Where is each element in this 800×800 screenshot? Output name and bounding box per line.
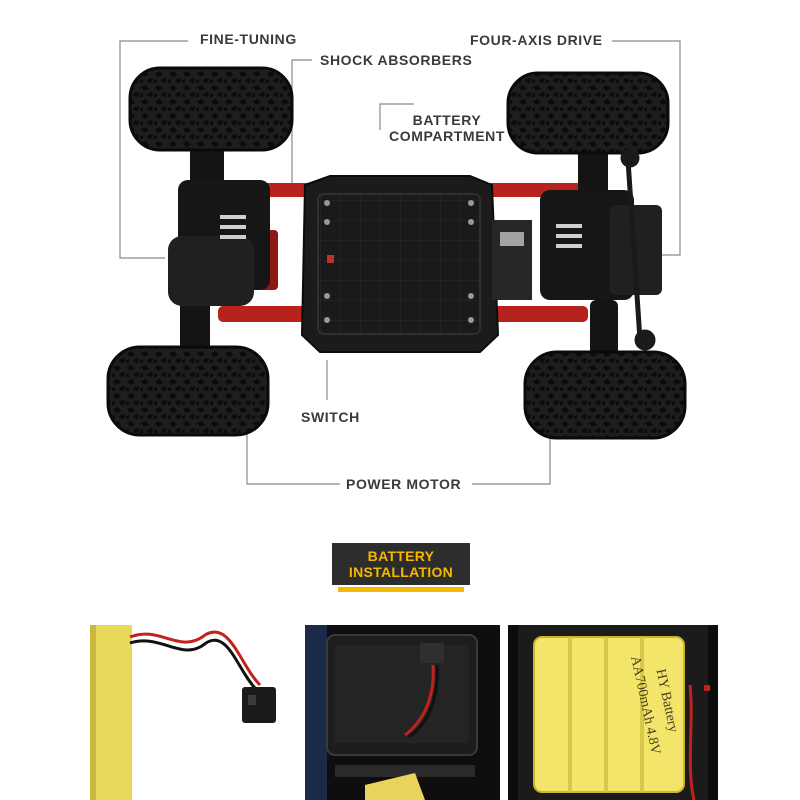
label-shock-absorbers: SHOCK ABSORBERS [320, 52, 473, 68]
label-power-motor: POWER MOTOR [346, 476, 462, 492]
callout-lines [119, 40, 681, 485]
label-battery-compartment-line2: COMPARTMENT [389, 128, 505, 144]
banner-underline [338, 587, 464, 592]
banner-line1: BATTERY [367, 548, 435, 564]
banner-background [332, 543, 470, 585]
tires [106, 66, 687, 440]
banner-line2: INSTALLATION [348, 564, 454, 580]
battery-installation-banner: BATTERY INSTALLATION [332, 543, 470, 593]
power-switch [327, 255, 334, 263]
chassis [300, 175, 532, 353]
label-four-axis-drive: FOUR-AXIS DRIVE [470, 32, 603, 48]
steering-links [620, 148, 656, 351]
label-battery-compartment-line1: BATTERY [412, 112, 482, 128]
label-switch: SWITCH [301, 409, 360, 425]
photo-compartment-install [305, 625, 500, 800]
photo-battery-pack-connector [90, 625, 295, 800]
battery-compartment-cover [317, 193, 481, 335]
tire-front-left [128, 66, 294, 152]
photo-battery-seated: HY Battery AA700mAh 4.8V [508, 625, 718, 800]
label-battery-compartment: BATTERY COMPARTMENT [384, 112, 510, 144]
tire-front-right [506, 71, 670, 155]
tire-rear-right [523, 350, 687, 440]
banner-title: BATTERY INSTALLATION [332, 548, 470, 580]
label-fine-tuning: FINE-TUNING [200, 31, 297, 47]
tire-rear-left [106, 345, 270, 437]
